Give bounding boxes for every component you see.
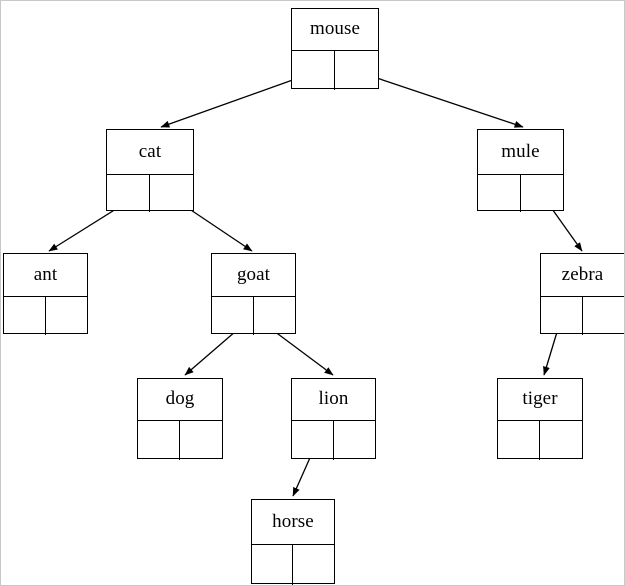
node-pointers-tiger — [498, 420, 582, 460]
node-pointers-mule — [478, 174, 563, 212]
node-label-cat: cat — [138, 140, 162, 162]
tree-node-tiger[interactable]: tiger — [497, 378, 583, 460]
tree-node-ant[interactable]: ant — [3, 253, 88, 335]
tree-node-dog[interactable]: dog — [137, 378, 223, 460]
node-label-lion: lion — [318, 388, 349, 409]
node-pointers-horse — [252, 544, 334, 585]
left-pointer-cell-mule[interactable] — [478, 175, 521, 212]
left-pointer-cell-ant[interactable] — [4, 297, 46, 335]
node-pointers-cat — [107, 174, 193, 212]
edge-goat-right-lion — [273, 330, 334, 376]
left-pointer-cell-lion[interactable] — [292, 421, 334, 460]
edge-zebra-left-tiger — [543, 331, 558, 376]
node-pointers-lion — [292, 420, 375, 460]
node-pointers-goat — [212, 296, 295, 335]
right-pointer-cell-lion[interactable] — [334, 421, 376, 460]
left-pointer-cell-goat[interactable] — [212, 297, 254, 335]
right-pointer-cell-cat[interactable] — [150, 175, 193, 212]
left-pointer-cell-horse[interactable] — [252, 545, 293, 585]
node-label-mouse: mouse — [309, 18, 361, 39]
tree-node-zebra[interactable]: zebra — [540, 253, 624, 335]
right-pointer-cell-dog[interactable] — [180, 421, 222, 460]
left-pointer-cell-mouse[interactable] — [292, 51, 335, 90]
tree-node-mule[interactable]: mule — [477, 129, 564, 212]
right-pointer-cell-horse[interactable] — [293, 545, 334, 585]
node-label-goat: goat — [236, 263, 271, 285]
right-pointer-cell-ant[interactable] — [46, 297, 88, 335]
node-pointers-zebra — [541, 296, 624, 335]
node-pointers-mouse — [292, 50, 378, 90]
edge-goat-left-dog — [184, 330, 237, 376]
node-pointers-ant — [4, 296, 87, 335]
right-pointer-cell-goat[interactable] — [254, 297, 296, 335]
node-label-tiger: tiger — [522, 388, 558, 409]
left-pointer-cell-cat[interactable] — [107, 175, 150, 212]
node-label-mule: mule — [501, 140, 540, 162]
tree-node-lion[interactable]: lion — [291, 378, 376, 460]
right-pointer-cell-tiger[interactable] — [540, 421, 582, 460]
node-label-dog: dog — [165, 388, 195, 409]
right-pointer-cell-mouse[interactable] — [335, 51, 378, 90]
right-pointer-cell-mule[interactable] — [521, 175, 564, 212]
tree-node-goat[interactable]: goat — [211, 253, 296, 335]
node-pointers-dog — [138, 420, 222, 460]
node-label-horse: horse — [272, 510, 314, 532]
tree-node-horse[interactable]: horse — [251, 499, 335, 585]
edge-mouse-right-mule — [355, 70, 524, 128]
left-pointer-cell-zebra[interactable] — [541, 297, 583, 335]
left-pointer-cell-dog[interactable] — [138, 421, 180, 460]
node-label-zebra: zebra — [561, 263, 604, 285]
edge-mouse-left-cat — [160, 76, 302, 128]
right-pointer-cell-zebra[interactable] — [583, 297, 625, 335]
node-label-ant: ant — [33, 263, 58, 285]
tree-node-cat[interactable]: cat — [106, 129, 194, 212]
left-pointer-cell-tiger[interactable] — [498, 421, 540, 460]
tree-node-mouse[interactable]: mouse — [291, 8, 379, 90]
